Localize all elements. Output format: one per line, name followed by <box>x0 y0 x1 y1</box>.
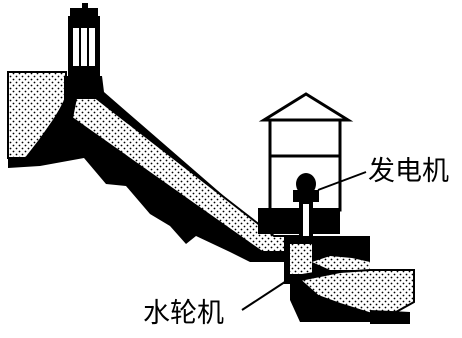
intake-tower <box>68 3 100 78</box>
generator-leader-line <box>317 171 367 191</box>
turbine-label: 水轮机 <box>143 298 224 329</box>
generator-label: 发电机 <box>368 156 449 187</box>
tailrace-water <box>297 269 415 316</box>
turbine-leader-line <box>241 275 295 311</box>
tailrace-bed <box>370 310 410 324</box>
